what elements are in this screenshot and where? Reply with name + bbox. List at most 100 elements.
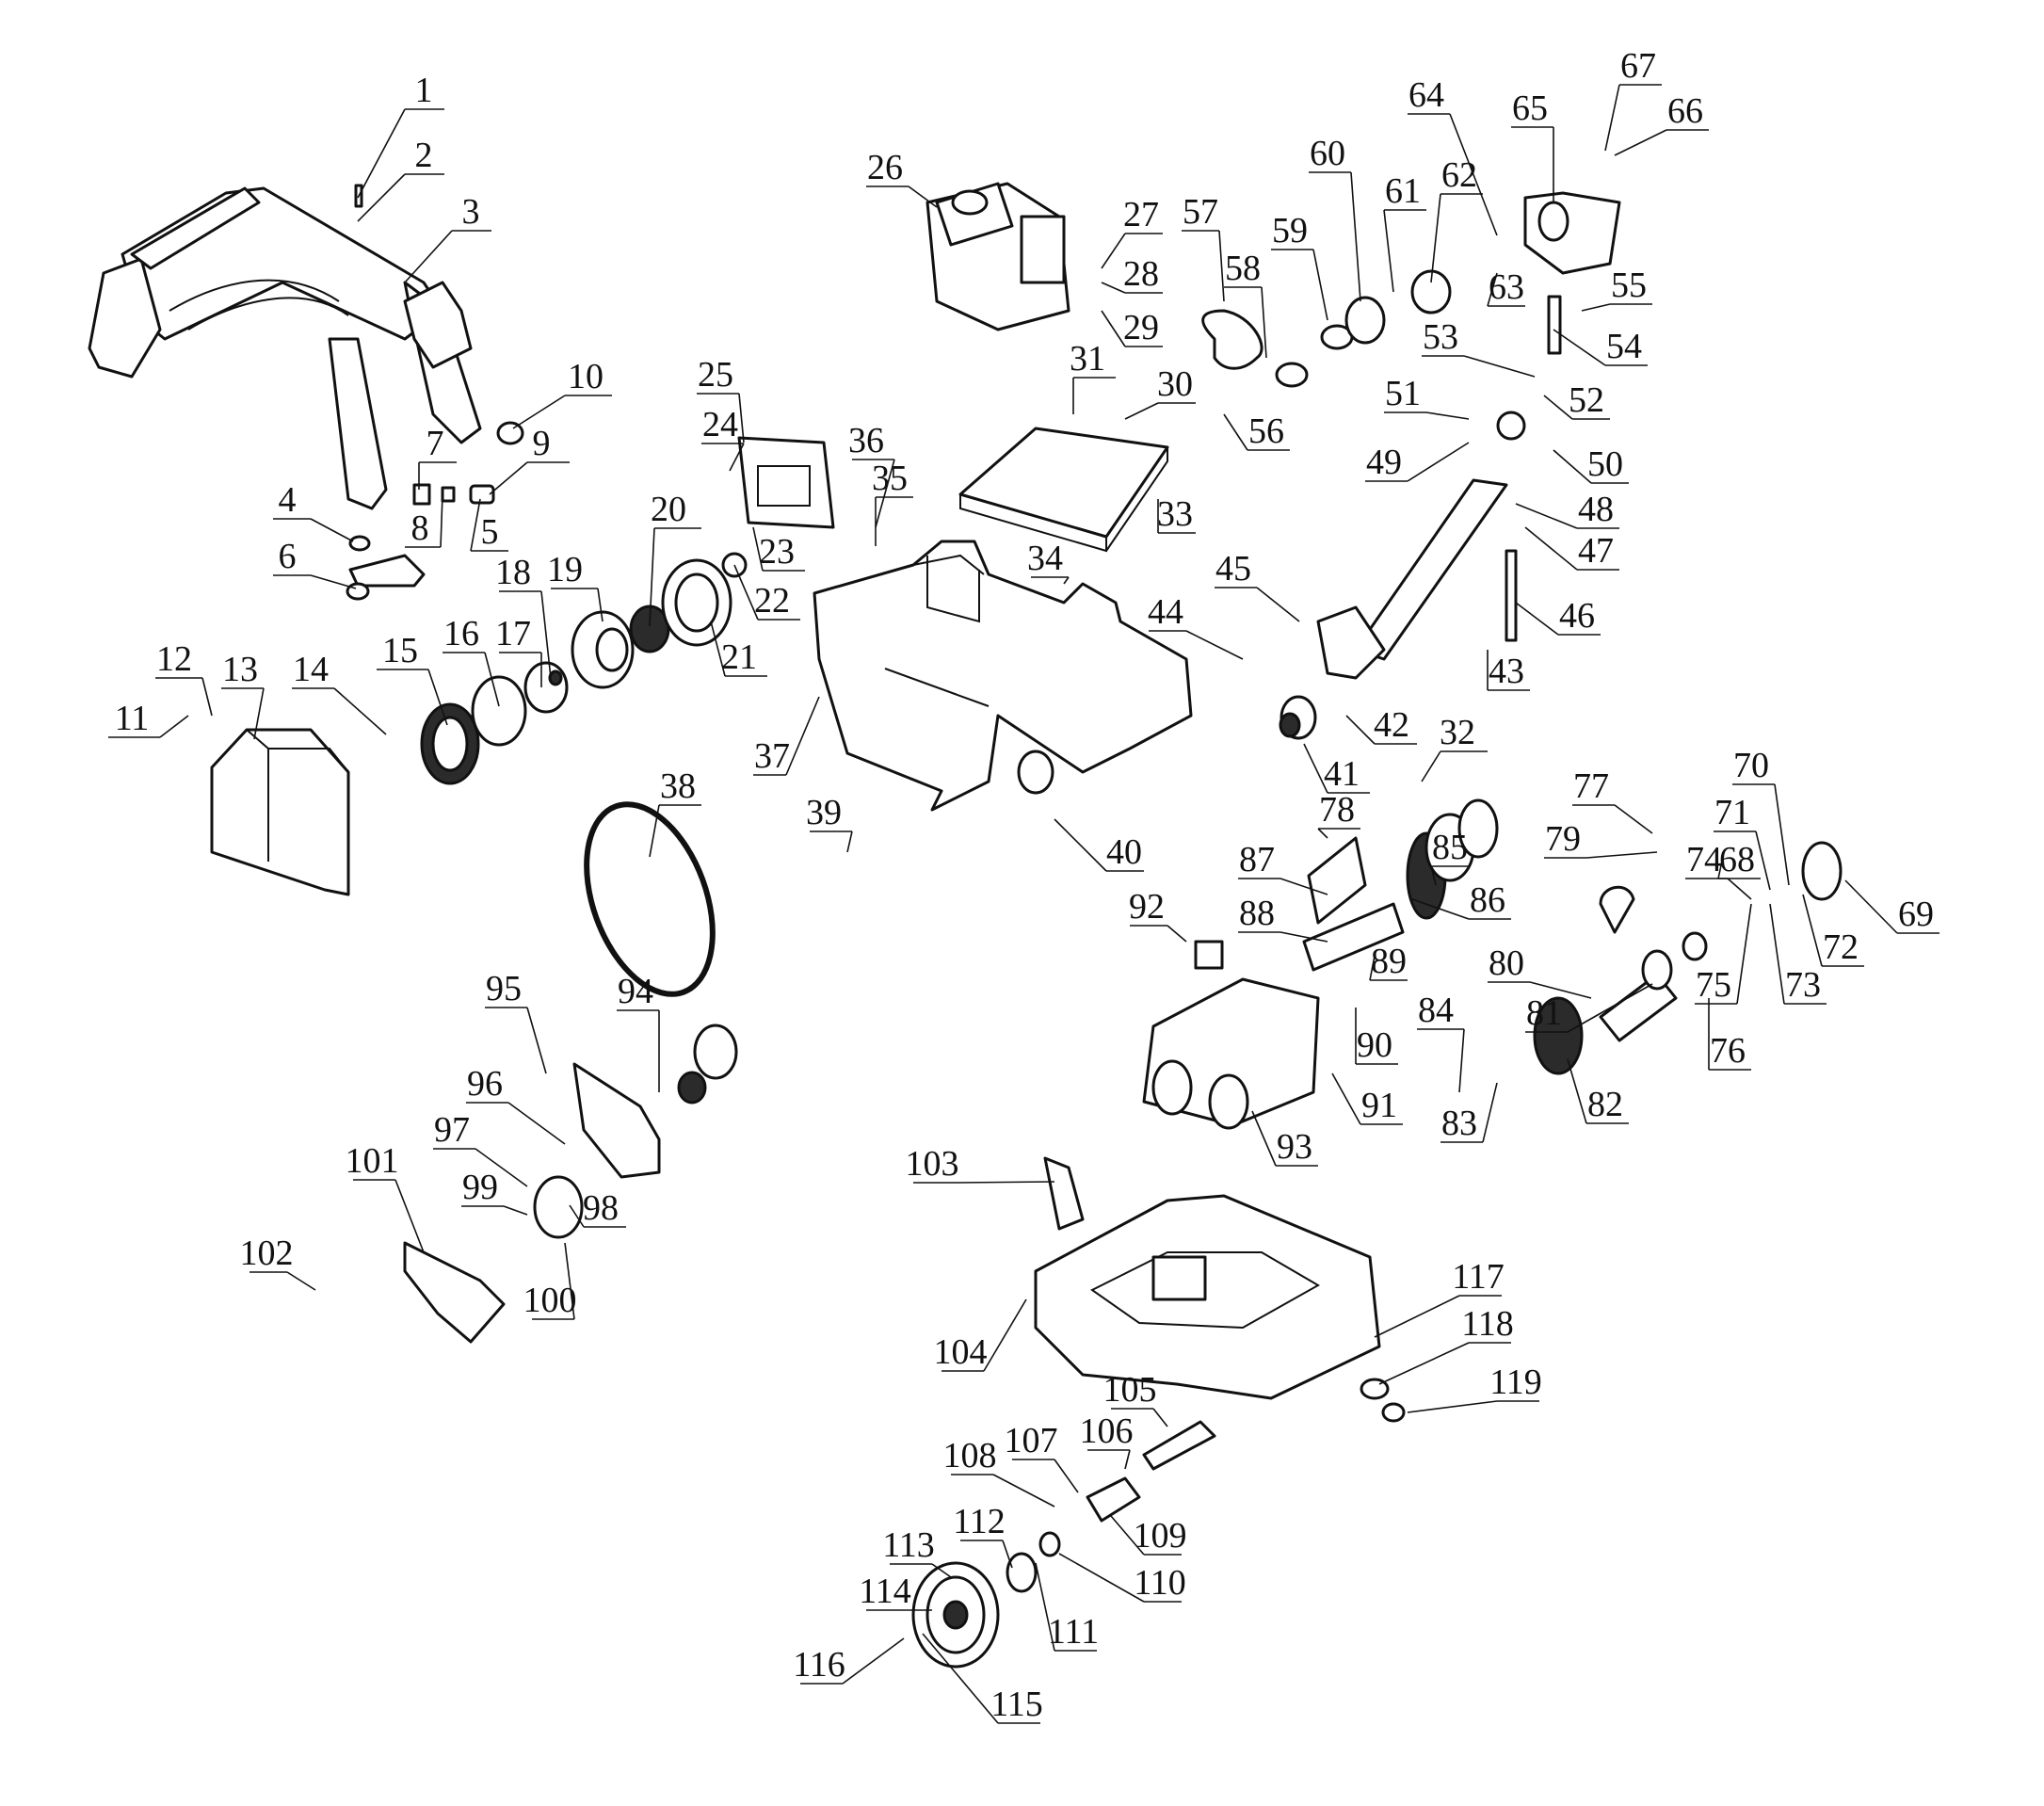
callout-leader-100	[564, 1242, 575, 1320]
callout-label-31: 31	[1070, 339, 1105, 379]
callout-label-66: 66	[1667, 91, 1703, 131]
callout-label-65: 65	[1512, 89, 1548, 128]
callout-leader-34	[1063, 576, 1070, 585]
callout-leader-119	[1407, 1400, 1498, 1413]
callout-label-78: 78	[1319, 790, 1355, 830]
callout-label-41: 41	[1324, 754, 1360, 794]
callout-label-115: 115	[990, 1685, 1043, 1724]
callout-label-73: 73	[1785, 965, 1821, 1005]
callout-leader-54	[1553, 329, 1606, 366]
callout-leader-101	[394, 1179, 425, 1253]
callout-label-4: 4	[279, 480, 297, 520]
callout-label-102: 102	[240, 1234, 294, 1273]
callout-leader-67	[1604, 84, 1620, 152]
vibration-plate	[1034, 1156, 1381, 1400]
callout-label-98: 98	[583, 1188, 619, 1228]
callout-label-1: 1	[415, 71, 433, 110]
callout-label-64: 64	[1408, 75, 1444, 115]
callout-label-95: 95	[486, 969, 522, 1008]
callout-leader-95	[526, 1007, 547, 1074]
callout-label-29: 29	[1123, 308, 1159, 347]
callout-leader-62	[1430, 193, 1441, 283]
callout-label-80: 80	[1489, 943, 1524, 983]
exciter-assembly	[1279, 695, 1843, 1075]
callout-leader-85	[1430, 865, 1437, 886]
callout-label-48: 48	[1578, 490, 1614, 529]
callout-label-52: 52	[1569, 380, 1604, 420]
callout-leader-70	[1774, 783, 1790, 886]
callout-leader-16	[484, 652, 500, 707]
callout-leader-20	[649, 527, 655, 627]
callout-label-74: 74	[1686, 840, 1722, 879]
callout-label-2: 2	[415, 136, 433, 175]
callout-label-93: 93	[1277, 1127, 1312, 1167]
callout-label-75: 75	[1696, 965, 1731, 1005]
callout-label-62: 62	[1441, 155, 1477, 195]
callout-label-47: 47	[1578, 531, 1614, 571]
callout-label-94: 94	[618, 972, 653, 1011]
callout-leader-56	[1223, 413, 1248, 451]
callout-label-21: 21	[721, 637, 757, 677]
callout-leader-64	[1449, 113, 1498, 236]
callout-leader-8	[440, 493, 443, 548]
callout-leader-111	[1035, 1562, 1055, 1652]
callout-leader-105	[1152, 1408, 1168, 1427]
callout-label-57: 57	[1183, 192, 1218, 232]
callout-label-81: 81	[1526, 993, 1562, 1033]
callout-leader-116	[842, 1637, 905, 1685]
callout-label-116: 116	[793, 1645, 845, 1685]
callout-leader-30	[1124, 402, 1159, 420]
callout-leader-96	[507, 1102, 566, 1145]
callout-leader-68	[1717, 856, 1724, 879]
callout-leader-84	[1458, 1028, 1465, 1093]
callout-label-68: 68	[1719, 840, 1755, 879]
callout-label-92: 92	[1129, 887, 1165, 927]
leader-lines	[108, 84, 1939, 1724]
callout-label-88: 88	[1239, 894, 1275, 933]
callout-label-53: 53	[1423, 317, 1458, 357]
callout-label-54: 54	[1606, 327, 1642, 366]
engine-plate	[737, 436, 835, 529]
callout-leader-24	[729, 443, 745, 472]
wheel-assembly	[911, 1378, 1406, 1669]
callout-leader-75	[1736, 903, 1752, 1005]
callout-label-84: 84	[1418, 991, 1454, 1030]
callout-label-37: 37	[754, 736, 790, 776]
callout-leader-32	[1421, 750, 1441, 782]
callout-label-77: 77	[1573, 766, 1609, 806]
callout-label-15: 15	[382, 631, 418, 670]
callout-label-112: 112	[953, 1502, 1006, 1541]
callout-label-8: 8	[411, 508, 429, 548]
callout-label-17: 17	[495, 614, 531, 653]
callout-leader-72	[1802, 894, 1823, 967]
callout-label-12: 12	[156, 639, 192, 679]
callout-leader-108	[992, 1474, 1055, 1508]
callout-label-70: 70	[1733, 746, 1769, 785]
callout-label-3: 3	[462, 192, 480, 232]
callout-leader-113	[931, 1563, 952, 1578]
callout-leader-25	[738, 393, 745, 443]
callout-label-23: 23	[759, 532, 795, 572]
main-frame	[813, 540, 1193, 812]
callout-leader-50	[1553, 449, 1592, 484]
belt-guard	[210, 728, 350, 896]
callout-label-108: 108	[943, 1436, 997, 1475]
callout-label-119: 119	[1489, 1363, 1542, 1402]
callout-label-104: 104	[934, 1332, 988, 1372]
callout-label-114: 114	[859, 1572, 911, 1611]
callout-leader-107	[1054, 1459, 1079, 1493]
callout-leader-58	[1261, 286, 1267, 359]
callout-label-105: 105	[1103, 1370, 1157, 1410]
callout-label-5: 5	[481, 512, 499, 552]
callout-label-18: 18	[495, 553, 531, 592]
callout-label-117: 117	[1452, 1257, 1505, 1297]
callout-leader-23	[752, 526, 764, 572]
callout-leader-69	[1844, 879, 1898, 934]
callout-label-10: 10	[568, 357, 604, 396]
callout-leader-1	[357, 108, 406, 199]
callout-label-33: 33	[1157, 494, 1193, 534]
callout-leader-117	[1374, 1295, 1460, 1338]
callout-leader-52	[1543, 395, 1573, 420]
